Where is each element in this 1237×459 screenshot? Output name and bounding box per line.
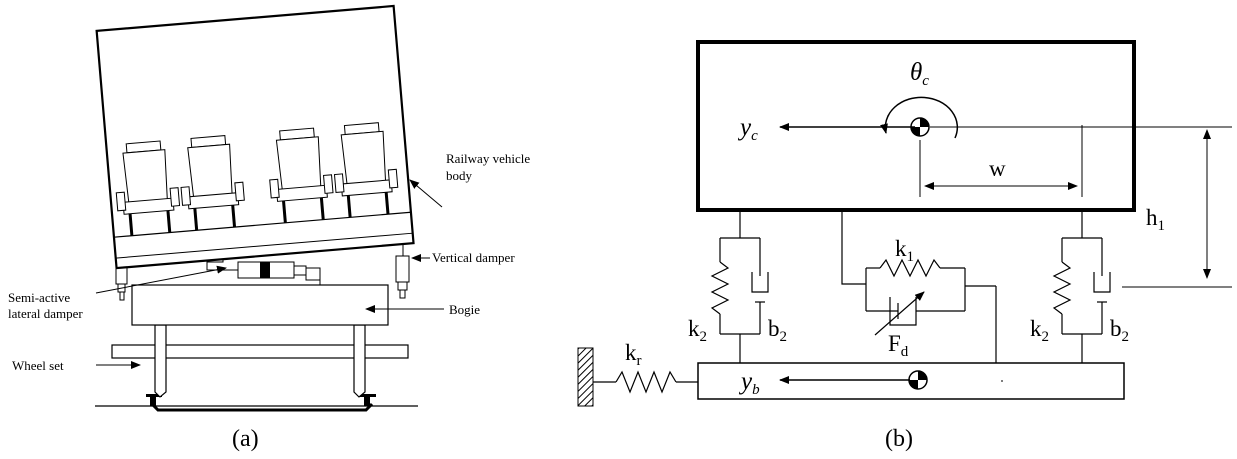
symbol-k2-left: k2	[688, 316, 707, 345]
right-secondary-suspension	[1052, 212, 1111, 363]
ground-wall	[577, 347, 594, 407]
lateral-suspension	[841, 212, 997, 363]
symbol-yb: yb	[738, 368, 760, 398]
seat	[333, 122, 399, 218]
symbol-theta-c: θc	[910, 59, 929, 89]
body-center-of-mass	[910, 117, 930, 137]
semi-active-lateral-damper	[206, 255, 321, 285]
h1-dimension	[1122, 129, 1232, 288]
symbol-kr: kr	[625, 340, 642, 369]
bogie	[131, 284, 389, 326]
seat	[180, 135, 245, 231]
caption-a: (a)	[232, 426, 259, 452]
kr-spring	[593, 370, 698, 394]
caption-b: (b)	[885, 426, 913, 452]
symbol-k1: k1	[895, 236, 914, 265]
label-leaders	[95, 179, 444, 369]
symbol-b2-left: b2	[768, 316, 787, 345]
axles	[154, 324, 366, 398]
symbol-b2-right: b2	[1110, 316, 1129, 345]
left-secondary-suspension	[710, 212, 769, 363]
label-wheel-set: Wheel set	[12, 358, 64, 373]
symbol-w: w	[989, 156, 1006, 181]
car-body-group	[95, 4, 415, 270]
seat	[115, 140, 181, 236]
label-railway-vehicle-body-line1: Railway vehicle	[446, 151, 530, 166]
label-semi-active-line1: Semi-active	[8, 290, 70, 305]
vertical-dampers	[115, 245, 410, 301]
label-vertical-damper: Vertical damper	[432, 250, 515, 265]
w-dimension	[919, 125, 1083, 197]
symbol-h1: h1	[1146, 205, 1165, 234]
label-semi-active-line2: lateral damper	[8, 306, 83, 321]
symbol-k2-right: k2	[1030, 316, 1049, 345]
wheel-set	[111, 344, 409, 359]
symbol-yc: yc	[737, 114, 758, 144]
label-railway-vehicle-body-line2: body	[446, 168, 473, 183]
track-rails	[146, 394, 376, 412]
bogie-marker-dot	[1001, 380, 1003, 382]
bogie-center-of-mass	[908, 370, 928, 390]
label-bogie: Bogie	[449, 302, 480, 317]
seat	[269, 127, 334, 223]
rotation-arrow-theta	[880, 96, 959, 139]
panel-a: Railway vehicle body Vertical damper Sem…	[8, 4, 530, 452]
symbol-fd: Fd	[888, 331, 909, 360]
panel-b: θc yc w h1 k1 k2 b2 k2 b2 Fd kr yb (b)	[577, 40, 1232, 452]
